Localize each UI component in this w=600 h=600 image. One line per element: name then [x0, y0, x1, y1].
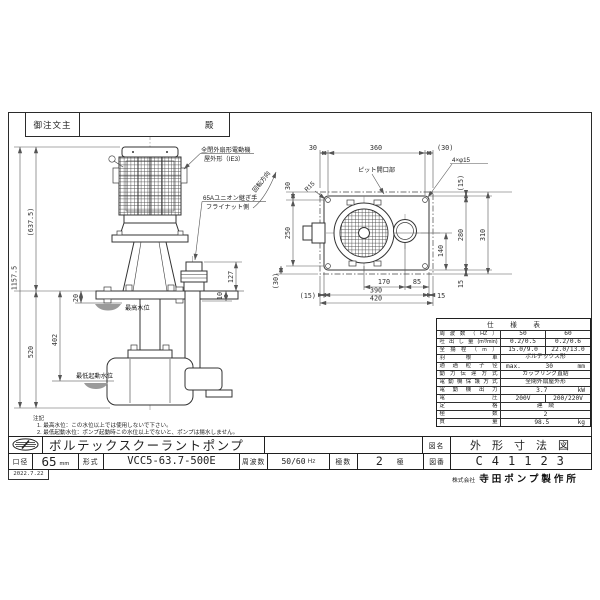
dim-right-total: 310 — [479, 229, 487, 241]
dim-top-span: 360 — [370, 144, 382, 152]
dim-min-water: 402 — [51, 334, 59, 346]
dim-left-top: 30 — [284, 182, 292, 190]
note-line-1: 1. 最高水位：この水位以上では使用しないで下さい。 — [37, 422, 172, 429]
union-label-2: フライナット側 — [206, 203, 249, 211]
date-stamp: 2022.7.22 — [8, 470, 49, 480]
frequency-cell: 50/60 Hz — [268, 453, 330, 469]
dim-below-plate: 520 — [27, 346, 35, 358]
company-logo-icon — [12, 438, 39, 451]
pit-opening-label: ピット開口部 — [358, 166, 395, 174]
spec-row-rating: 定格 連 続 — [437, 401, 590, 410]
model-value: VCC5-63.7-500E — [104, 453, 241, 469]
dim-left-span: 250 — [284, 227, 292, 239]
note-line-2: 2. 最低起動水位：ポンプ起動時この水位以上でないと、ポンプは揚水しません。 — [37, 429, 239, 436]
dim-max-water: 20 — [72, 294, 80, 302]
motor-cap — [121, 146, 179, 158]
min-water-label: 最低起動水位 — [76, 372, 113, 380]
front-view: 最高水位 最低起動水位 全閉外扇形電動機 屋外形（IE3） 65Aユニオン継ぎ手… — [11, 132, 277, 410]
frequency-label: 周波数 — [240, 453, 269, 469]
dim-top-left: 30 — [309, 144, 317, 152]
dim-center-to-edge: 140 — [437, 245, 445, 257]
rotation-direction-label: 回転方向 — [251, 170, 273, 194]
pump-casing — [106, 344, 233, 406]
dim-total-height: 1157.5 — [11, 266, 19, 291]
pump-name: ボルテックスクーラントポンプ — [43, 437, 265, 453]
model-label: 形式 — [79, 453, 104, 469]
company-name-line: 株式会社 寺田ポンプ製作所 — [452, 471, 592, 485]
poles-label: 極数 — [330, 453, 358, 469]
fillet-label: R15 — [303, 180, 316, 193]
customer-label: 御注文主 — [26, 113, 80, 136]
drawing-title-label: 図名 — [423, 437, 451, 453]
dim-right-bottom: 15 — [457, 280, 465, 288]
dim-top-right: (30) — [437, 144, 453, 152]
motor-spec-label-2: 屋外形（IE3） — [204, 155, 244, 163]
title-block-blank-cell — [265, 437, 423, 453]
union-fitting — [180, 261, 208, 292]
notes: 注記 1. 最高水位：この水位以上では使用しないで下さい。 2. 最低起動水位：… — [33, 416, 423, 436]
drawing-number: C41123 — [475, 454, 573, 469]
customer-honorific: 殿 — [205, 119, 214, 130]
dim-bottom-right: 15 — [437, 292, 445, 300]
poles-cell: 2 極 — [358, 453, 424, 469]
mounting-plate — [95, 290, 239, 300]
drawing-no-label: 図番 — [424, 453, 452, 469]
company-name: 寺田ポンプ製作所 — [479, 474, 579, 485]
spec-row-protection: 電動機保護方式 全閉外扇屋外形 — [437, 377, 590, 386]
pump-pedestal — [122, 241, 178, 292]
spec-row-poles: 極数 2 — [437, 409, 590, 419]
dim-right-top: (15) — [457, 175, 465, 191]
spec-row-impeller: 羽根車 ボルテックス形 — [437, 353, 590, 362]
max-water-label: 最高水位 — [125, 304, 150, 312]
dim-left-bottom: (30) — [272, 273, 280, 289]
notes-title: 注記 — [33, 416, 45, 422]
bore-label: 口径 — [9, 453, 33, 469]
motor-spec-label-1: 全閉外扇形電動機 — [201, 146, 251, 154]
dim-above-plate: (637.5) — [27, 208, 35, 237]
bore-cell: 65 mm — [33, 453, 79, 469]
dim-bottom-plate: 390 — [370, 287, 382, 295]
dim-bottom-left: (15) — [300, 292, 316, 300]
union-label-1: 65Aユニオン継ぎ手 — [203, 194, 257, 202]
dim-bottom-to-edge: 85 — [413, 278, 421, 286]
customer-box: 御注文主 殿 — [25, 112, 230, 137]
customer-name-field[interactable] — [80, 113, 205, 136]
drawing-title: 外形寸法図 — [470, 439, 580, 452]
dim-union-height: 127 — [227, 271, 235, 283]
dim-bottom-centers: 170 — [378, 278, 390, 286]
dim-plate: 10 — [216, 292, 224, 300]
plan-view: ピット開口部 4×φ15 R15 30 360 (30) 30 250 (30) — [272, 144, 512, 306]
dim-bottom-total: 420 — [370, 295, 382, 303]
dim-right-span: 280 — [457, 229, 465, 241]
holes-label: 4×φ15 — [452, 157, 471, 164]
spec-table-title: 仕 様 表 — [487, 322, 545, 330]
title-block: ボルテックスクーラントポンプ 図名 外形寸法図 口径 65 mm 形式 VCC5… — [8, 436, 592, 470]
company-logo-cell — [9, 437, 43, 453]
company-prefix: 株式会社 — [452, 478, 476, 484]
spec-row-transmission: 動力伝達方式 カップリング直結 — [437, 369, 590, 378]
